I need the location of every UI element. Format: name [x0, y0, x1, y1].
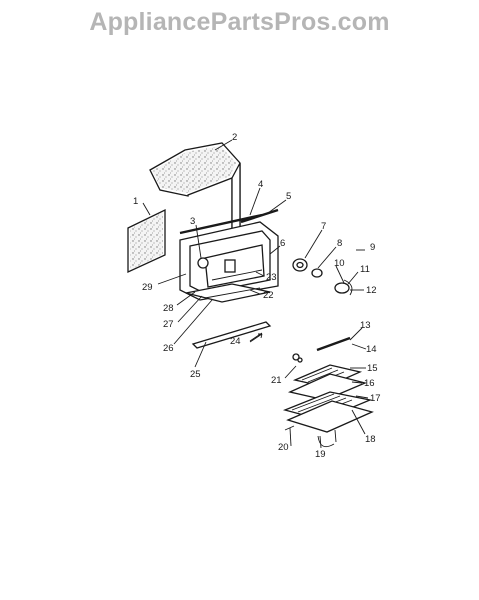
part-crumb-tray	[185, 283, 271, 303]
callout-5: 5	[286, 191, 291, 202]
part-control-knobs	[292, 258, 353, 296]
callout-25: 25	[190, 369, 201, 380]
watermark: AppliancePartsPros.com	[89, 8, 390, 36]
part-back-insulation	[127, 208, 166, 274]
callout-19: 19	[315, 449, 326, 460]
callout-9: 9	[370, 242, 375, 253]
callout-1: 1	[133, 196, 138, 207]
callout-28: 28	[163, 303, 174, 314]
part-top-bracket	[179, 213, 263, 235]
callout-2: 2	[232, 132, 237, 143]
part-heating-element-assembly	[282, 336, 374, 448]
callout-3: 3	[190, 216, 195, 227]
callout-14: 14	[366, 344, 377, 355]
callout-16: 16	[364, 378, 375, 389]
callout-4: 4	[258, 179, 263, 190]
callout-12: 12	[366, 285, 377, 296]
callout-18: 18	[365, 434, 376, 445]
callout-29: 29	[142, 282, 153, 293]
callout-17: 17	[370, 393, 381, 404]
part-bottom-bar	[191, 321, 272, 349]
callout-6: 6	[280, 238, 285, 249]
callout-23: 23	[266, 272, 277, 283]
part-oven-body	[179, 221, 279, 301]
callout-13: 13	[360, 320, 371, 331]
callout-22: 22	[263, 290, 274, 301]
part-side-knob	[197, 257, 209, 269]
callout-7: 7	[321, 221, 326, 232]
callout-24: 24	[230, 336, 241, 347]
arrow-mark-24	[249, 333, 263, 343]
leader-lines	[142, 139, 369, 449]
callout-27: 27	[163, 319, 174, 330]
callout-20: 20	[278, 442, 289, 453]
callout-10: 10	[334, 258, 345, 269]
callout-26: 26	[163, 343, 174, 354]
callout-11: 11	[360, 264, 370, 275]
callout-21: 21	[271, 375, 282, 386]
callout-8: 8	[337, 238, 342, 249]
callout-labels: 1 2 3 4 5 6 7 8 9 10 11 12 13 14 15 16 1…	[133, 132, 381, 460]
callout-15: 15	[367, 363, 378, 374]
